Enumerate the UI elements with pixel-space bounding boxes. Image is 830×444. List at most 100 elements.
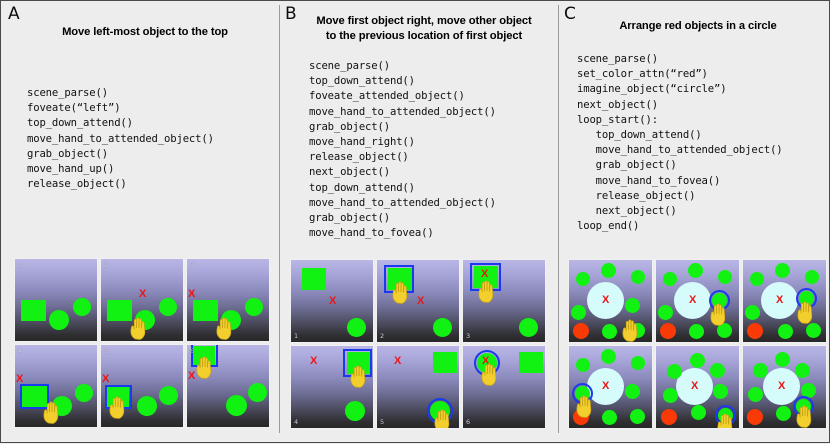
attention-box	[20, 384, 49, 409]
red-circle	[660, 323, 676, 339]
hand-cursor	[796, 300, 816, 324]
frame-number: 4	[18, 347, 23, 355]
green-circle	[805, 270, 819, 284]
hand-cursor	[709, 302, 729, 326]
frame-number: 3	[190, 261, 195, 269]
green-circle	[717, 323, 732, 338]
red-circle	[747, 323, 763, 339]
panel-a-frame-grid: 1 2 X 3 X	[15, 259, 269, 427]
frame-number: 2	[104, 261, 109, 269]
green-circle	[663, 388, 678, 403]
green-circle	[806, 323, 821, 338]
hand-cursor	[42, 400, 62, 424]
green-circle	[710, 363, 725, 378]
frame-a-4: 4 X	[15, 345, 97, 427]
green-circle	[519, 318, 538, 337]
fovea-x-mark: X	[310, 355, 318, 367]
frame-a-5: 5 X	[101, 345, 183, 427]
frame-b-1: 1 X	[291, 260, 373, 342]
green-circle	[601, 349, 616, 364]
panel-c-letter: C	[564, 4, 576, 24]
green-square	[21, 300, 46, 321]
fovea-region	[674, 282, 711, 319]
green-circle	[795, 363, 810, 378]
fovea-x-mark: X	[188, 288, 196, 300]
green-circle	[658, 305, 673, 320]
panel-divider-a-b	[279, 5, 280, 433]
fovea-region	[761, 282, 798, 319]
frame-a-1: 1	[15, 259, 97, 341]
green-circle	[775, 352, 790, 367]
panel-c-title: Arrange red objects in a circle	[619, 20, 777, 32]
green-square	[474, 266, 498, 288]
green-circle	[347, 318, 366, 337]
panel-a-letter: A	[8, 4, 20, 24]
panel-divider-b-c	[558, 5, 559, 433]
green-circle	[601, 263, 616, 278]
green-circle	[778, 324, 793, 339]
green-circle	[433, 318, 452, 337]
hand-cursor	[575, 394, 595, 418]
green-circle	[748, 387, 763, 402]
panel-b: B Move first object right, move other ob…	[279, 1, 558, 444]
hand-cursor	[621, 318, 641, 342]
frame-b-2: 2 X	[377, 260, 459, 342]
green-square	[302, 268, 326, 290]
frame-b-4: 4 X	[291, 346, 373, 428]
fovea-x-mark: X	[394, 355, 402, 367]
frame-c-6: X	[743, 346, 826, 428]
hand-cursor	[129, 316, 149, 340]
frame-number: 6	[466, 417, 471, 426]
green-square	[433, 352, 457, 373]
frame-c-5: X	[656, 346, 739, 428]
green-circle	[245, 298, 263, 316]
frame-a-3: 3 X	[187, 259, 269, 341]
green-circle	[690, 353, 705, 368]
panel-b-frame-grid: 1 X 2 X 3 X	[291, 260, 545, 428]
green-circle	[602, 410, 617, 425]
frame-a-2: 2 X	[101, 259, 183, 341]
green-square	[193, 300, 218, 321]
hand-cursor	[215, 316, 235, 340]
green-square	[107, 300, 132, 321]
fovea-x-mark: X	[139, 288, 147, 300]
green-square	[347, 352, 371, 374]
frame-c-2: X	[656, 260, 739, 342]
green-circle	[631, 356, 645, 370]
hand-cursor	[195, 355, 215, 379]
frame-b-5: 5 X	[377, 346, 459, 428]
frame-c-3: X	[743, 260, 826, 342]
hand-cursor	[433, 408, 453, 428]
panel-a: A Move left-most object to the top scene…	[1, 1, 279, 444]
frame-b-3: 3 X	[463, 260, 545, 342]
hand-cursor	[108, 395, 128, 419]
green-circle	[713, 384, 728, 399]
green-circle	[776, 406, 791, 421]
green-circle	[631, 270, 645, 284]
frame-number: 3	[466, 331, 471, 340]
fovea-region	[676, 368, 713, 405]
green-circle	[753, 363, 768, 378]
green-circle	[689, 324, 704, 339]
hand-cursor	[349, 364, 369, 388]
red-circle	[661, 409, 677, 425]
panel-b-code: scene_parse() top_down_attend() foveate_…	[309, 60, 496, 240]
frame-a-6: 6 X	[187, 345, 269, 427]
green-circle	[73, 298, 91, 316]
hand-cursor	[795, 404, 815, 428]
green-circle	[691, 405, 706, 420]
green-circle	[663, 272, 677, 286]
green-square	[388, 268, 412, 290]
green-circle	[345, 401, 365, 421]
green-circle	[576, 272, 590, 286]
fovea-x-mark: X	[329, 295, 337, 307]
green-circle	[718, 270, 732, 284]
green-square	[519, 352, 543, 373]
frame-c-1: X	[569, 260, 652, 342]
fovea-region	[587, 368, 624, 405]
green-circle	[745, 305, 760, 320]
green-circle	[625, 384, 640, 399]
frame-number: 5	[380, 417, 385, 426]
green-circle	[226, 395, 247, 416]
